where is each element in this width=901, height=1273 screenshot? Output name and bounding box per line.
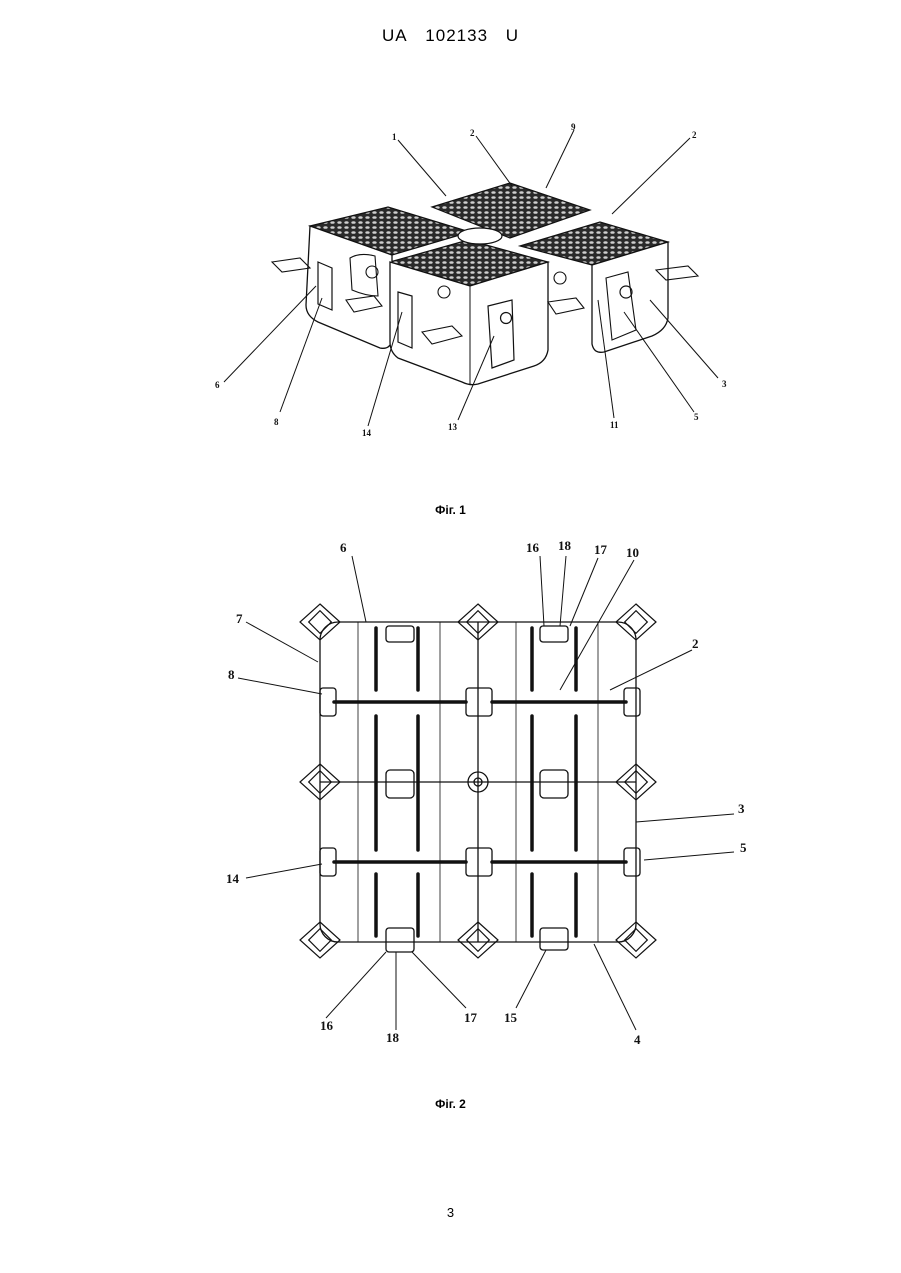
fig1-label: 6 (215, 380, 220, 390)
fig1-label: 14 (362, 428, 372, 438)
fig2-label: 16 (320, 1018, 334, 1033)
header-number: 102133 (425, 26, 488, 45)
fig2-label: 14 (226, 871, 240, 886)
fig2-label: 16 (526, 540, 540, 555)
header-country: UA (382, 26, 408, 45)
center-hub (458, 228, 502, 244)
document-header: UA 102133 U (0, 26, 901, 46)
fig2-label: 4 (634, 1032, 641, 1047)
fig1-label: 9 (571, 122, 576, 132)
fig2-label: 6 (340, 540, 347, 555)
fig2-label: 5 (740, 840, 747, 855)
fig1-label: 2 (692, 130, 697, 140)
fig2-label: 17 (464, 1010, 478, 1025)
fig2-label: 2 (692, 636, 699, 651)
fig2-label: 10 (626, 545, 639, 560)
figure-1-caption: Фіг. 1 (0, 503, 901, 517)
figure-2-caption: Фіг. 2 (0, 1097, 901, 1111)
figure-1-drawing: 1 2 9 2 6 8 14 13 11 5 3 (0, 110, 901, 470)
fig2-label: 7 (236, 611, 243, 626)
fig2-label: 18 (558, 538, 572, 553)
fig2-label: 15 (504, 1010, 518, 1025)
fig2-label: 17 (594, 542, 608, 557)
fig1-label: 3 (722, 379, 727, 389)
fig2-label: 3 (738, 801, 745, 816)
header-kind: U (506, 26, 519, 45)
fig1-label: 2 (470, 128, 475, 138)
fig2-label: 8 (228, 667, 235, 682)
fig1-label: 8 (274, 417, 279, 427)
figure-2-drawing: 6 16 18 17 10 7 2 8 3 5 14 16 18 17 15 4 (0, 535, 901, 1055)
fig1-label: 13 (448, 422, 458, 432)
page-number: 3 (0, 1205, 901, 1220)
fig2-label: 18 (386, 1030, 400, 1045)
fig1-label: 5 (694, 412, 699, 422)
figure-2: 6 16 18 17 10 7 2 8 3 5 14 16 18 17 15 4 (0, 535, 901, 1055)
figure-1: 1 2 9 2 6 8 14 13 11 5 3 (0, 110, 901, 470)
fig1-label: 1 (392, 132, 397, 142)
fig1-label: 11 (610, 420, 619, 430)
